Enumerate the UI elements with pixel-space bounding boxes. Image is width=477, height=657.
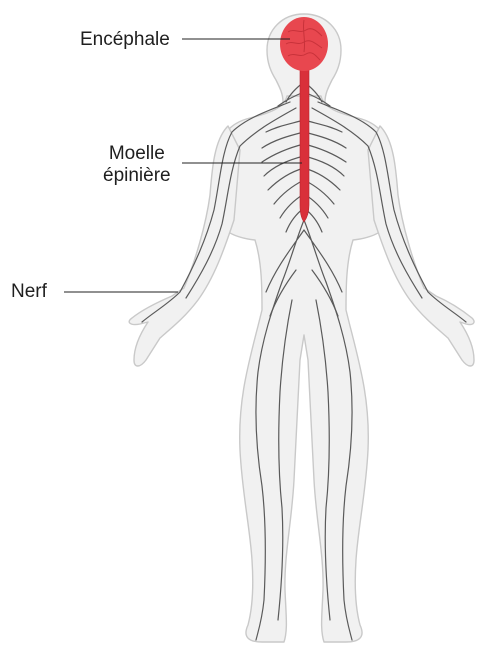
brain [280,17,328,71]
spinal-cord [300,66,309,222]
brain-label: Encéphale [80,29,170,51]
right-arm [368,126,474,366]
spinal-cord-label-line2: épinière [103,165,171,187]
spinal-cord-label-line1: Moelle [103,143,171,165]
nerve-label: Nerf [11,281,47,303]
spinal-cord-label: Moelle épinière [103,143,171,187]
